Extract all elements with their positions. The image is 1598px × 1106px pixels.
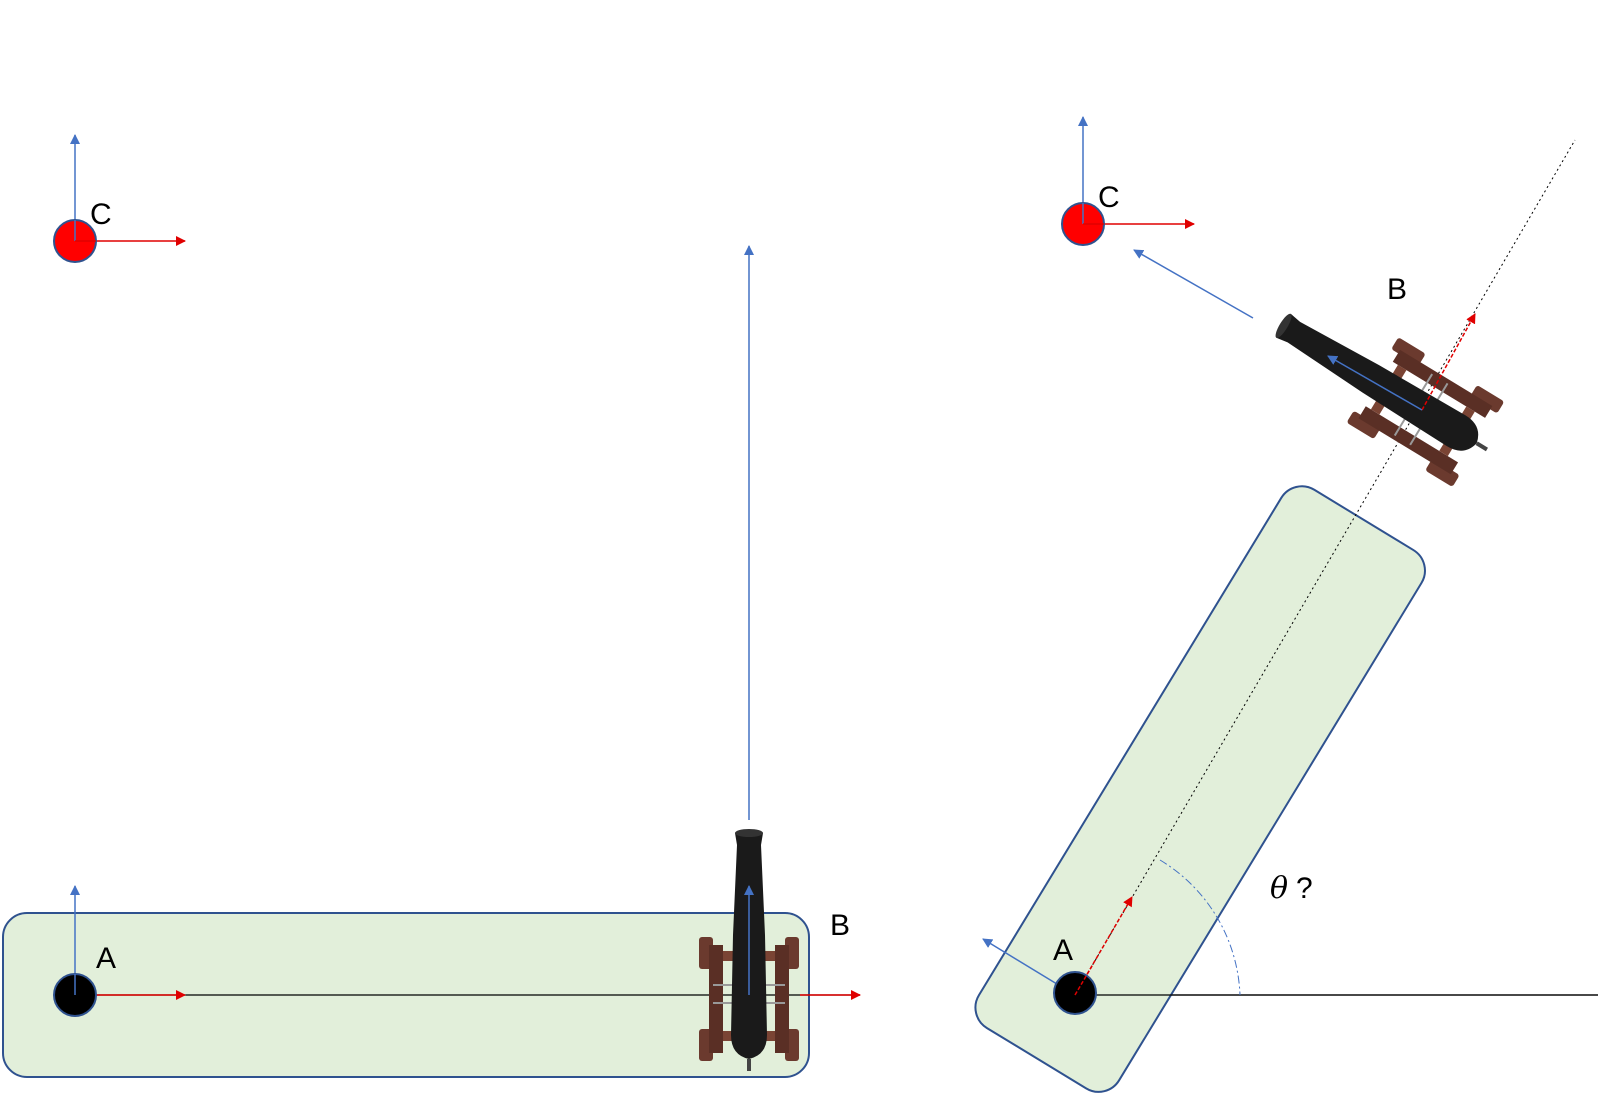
right-b-y-axis	[1133, 249, 1254, 319]
left-scene: C A B	[2, 134, 861, 1078]
right-angle-symbol: θ	[1270, 871, 1288, 906]
right-label-b: B	[1387, 273, 1407, 306]
right-label-a: A	[1053, 934, 1073, 967]
right-link-body	[974, 485, 1426, 1093]
left-label-a: A	[96, 942, 116, 975]
left-label-b: B	[830, 909, 850, 942]
left-frame-a: A	[53, 885, 186, 1017]
right-b-y-axis-short	[1327, 355, 1423, 411]
right-frame-a: A	[982, 896, 1133, 1015]
right-scene: θ ? C A B	[974, 116, 1598, 1093]
left-frame-c: C	[53, 134, 186, 263]
left-label-c: C	[90, 198, 112, 231]
right-angle-arc	[1159, 859, 1241, 996]
right-dotted-axis	[1074, 139, 1576, 996]
right-point-a	[1053, 971, 1097, 1015]
right-frame-c: C	[1061, 116, 1195, 246]
right-b-x-axis	[1421, 313, 1476, 411]
right-angle-question: ?	[1296, 872, 1313, 905]
right-label-c: C	[1098, 181, 1120, 214]
